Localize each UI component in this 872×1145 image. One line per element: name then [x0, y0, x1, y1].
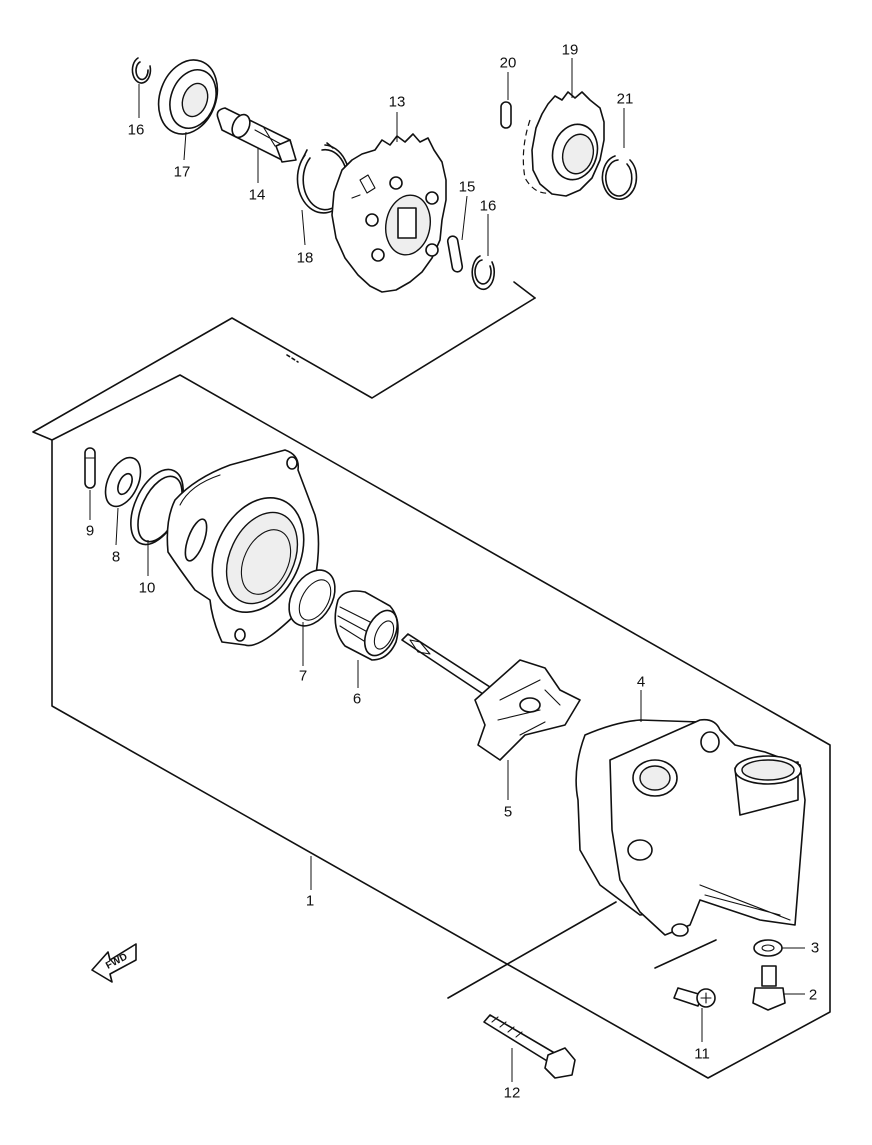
- callout-9: 9: [85, 522, 95, 540]
- part-3-washer: [753, 939, 783, 957]
- callout-12: 12: [503, 1084, 521, 1102]
- part-12-bolt: [483, 1014, 576, 1079]
- callout-4: 4: [636, 673, 646, 691]
- callout-19: 19: [561, 41, 579, 59]
- pump-case: [166, 449, 320, 647]
- part-7-seal-ring: [288, 569, 336, 627]
- part-13-gear: [331, 133, 447, 293]
- part-9-pin: [84, 447, 96, 489]
- callout-13: 13: [388, 93, 406, 111]
- part-19-gear: [522, 91, 605, 197]
- leader-lines: [89, 58, 805, 1082]
- callout-6: 6: [352, 690, 362, 708]
- callout-16-left: 16: [127, 121, 145, 139]
- part-17-bearing: [157, 59, 219, 135]
- callout-18: 18: [296, 249, 314, 267]
- part-20-pin: [500, 101, 512, 129]
- callout-3: 3: [810, 939, 820, 957]
- fastener-bracket-outline: [447, 901, 717, 999]
- callout-11: 11: [694, 1045, 710, 1063]
- part-8-washer: [104, 456, 142, 508]
- callout-21: 21: [616, 90, 634, 108]
- part-21-circlip: [601, 155, 638, 201]
- callout-20: 20: [499, 54, 517, 72]
- callout-15: 15: [458, 178, 476, 196]
- part-6-mechanical-seal: [334, 590, 399, 661]
- part-16-circlip-right: [471, 255, 496, 291]
- part-14-shaft: [216, 107, 297, 163]
- upper-group-outline: [32, 281, 536, 441]
- callout-8: 8: [111, 548, 121, 566]
- callout-16-right: 16: [479, 197, 497, 215]
- main-group-outline: [51, 354, 831, 1079]
- callout-2: 2: [808, 986, 818, 1004]
- callout-7: 7: [298, 667, 308, 685]
- part-16-circlip-left: [131, 57, 152, 84]
- part-15-pin: [446, 235, 464, 273]
- callout-17: 17: [173, 163, 191, 181]
- callout-1: 1: [305, 892, 315, 910]
- callout-14: 14: [248, 186, 266, 204]
- pump-cover: [609, 718, 806, 937]
- part-5-impeller-shaft: [401, 633, 581, 761]
- callout-10: 10: [138, 579, 156, 597]
- callout-5: 5: [503, 803, 513, 821]
- part-11-screw: [673, 987, 716, 1008]
- fwd-arrow: [91, 943, 137, 983]
- part-2-drain-bolt: [752, 965, 786, 1011]
